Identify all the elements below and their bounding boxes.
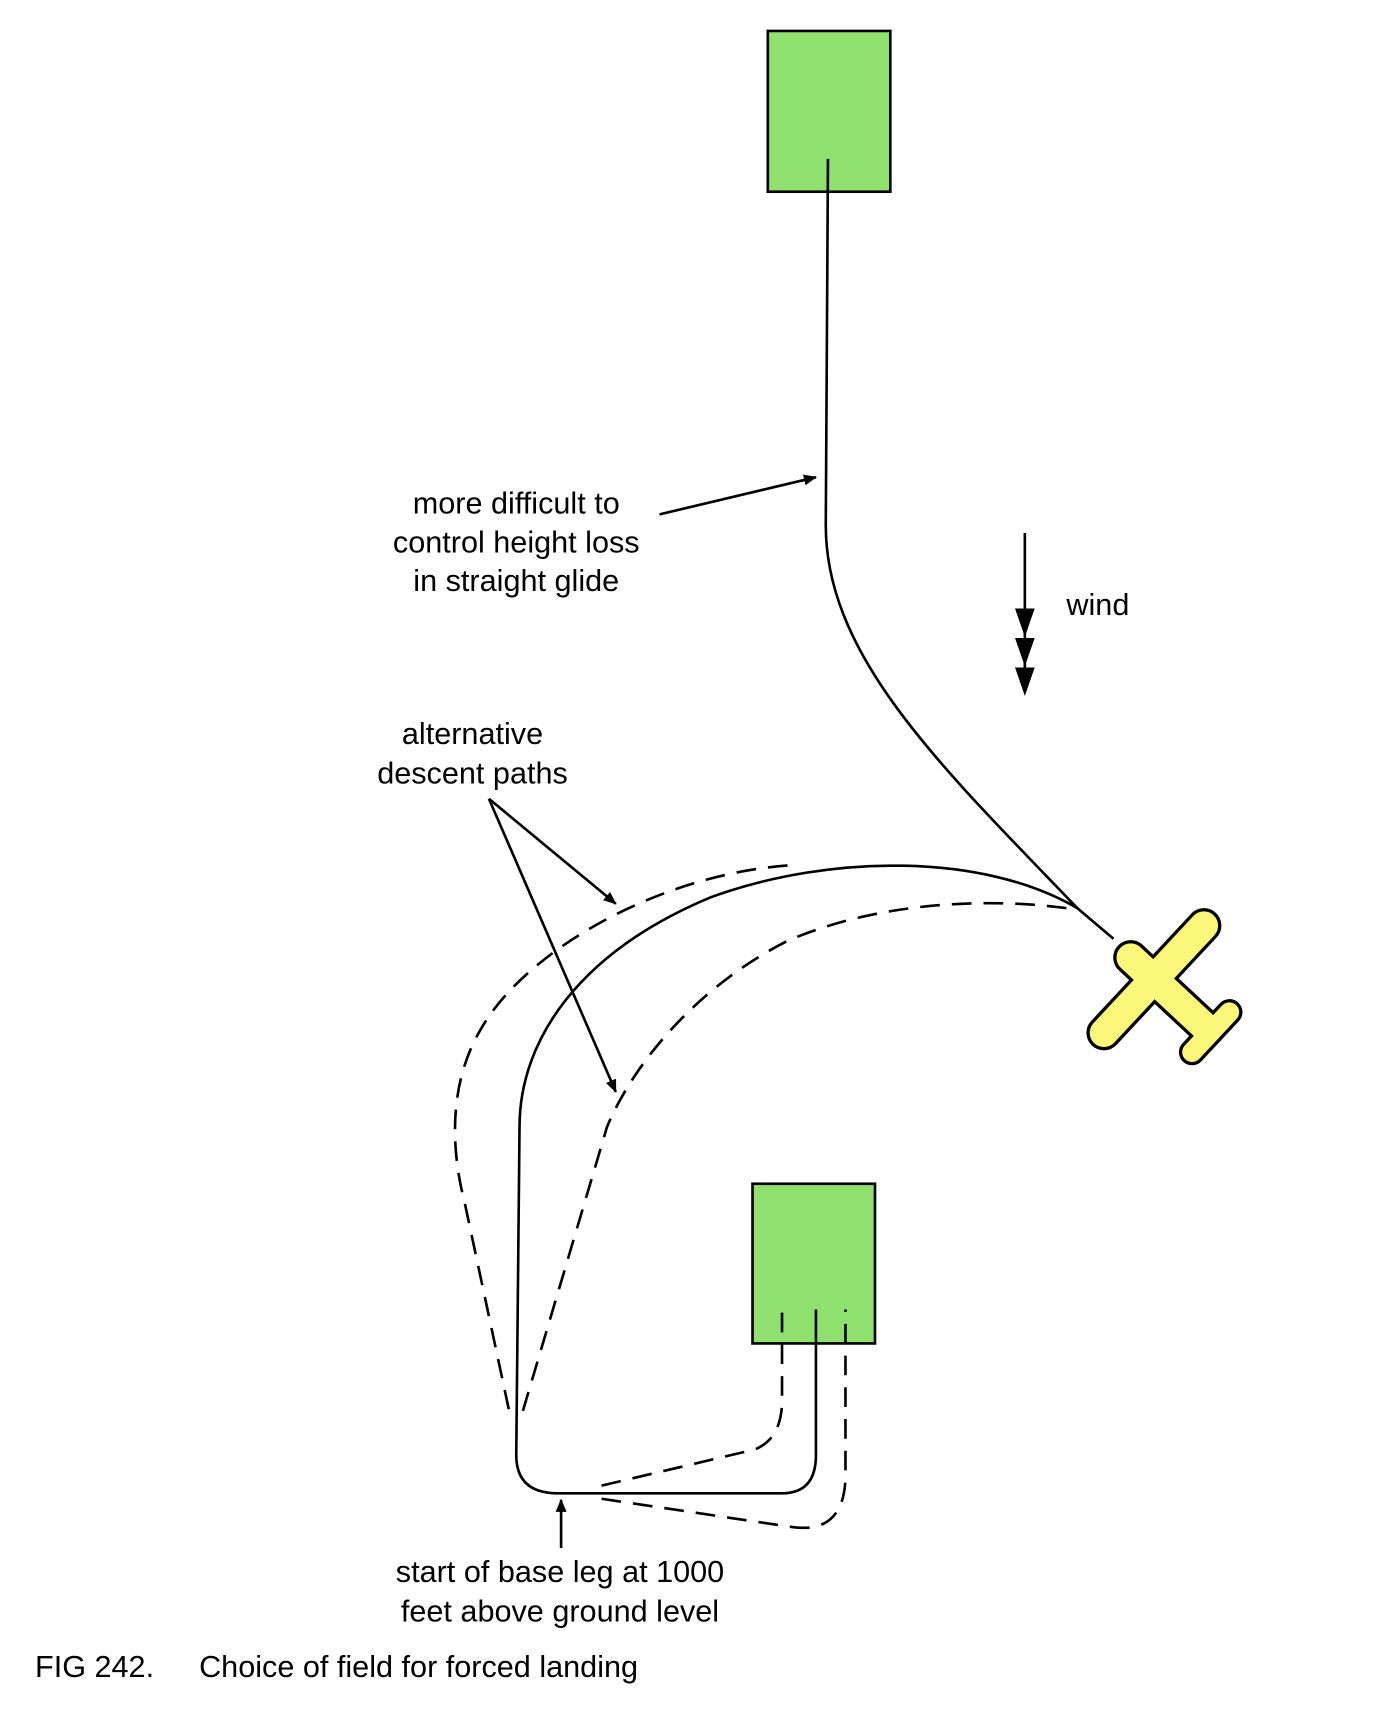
straight-glide-path [824, 158, 1115, 940]
alt-pointer-arrow-upper [488, 797, 617, 905]
difficult-pointer-arrow [659, 474, 818, 516]
difficult-label-line3: in straight glide [413, 564, 619, 598]
descent-path-inner-dashed [518, 901, 1067, 1423]
alt-label-line1: alternative [402, 717, 543, 751]
difficult-label-line2: control height loss [393, 526, 640, 560]
alt-label-line2: descent paths [377, 756, 568, 790]
wind-label: wind [1065, 588, 1129, 622]
near-field [751, 1182, 877, 1345]
base-label-line1: start of base leg at 1000 [396, 1555, 724, 1589]
descent-path-solid [514, 864, 1079, 1495]
alt-pointer-arrow-lower [487, 798, 617, 1093]
descent-path-outer-dashed [453, 864, 788, 1414]
base-label-line2: feet above ground level [401, 1594, 719, 1628]
difficult-label-line1: more difficult to [413, 486, 620, 520]
descent-path-outer-dashed-base [601, 1309, 847, 1530]
aircraft-icon [1086, 908, 1243, 1066]
caption-number: FIG 242. [35, 1650, 154, 1684]
caption-text: Choice of field for forced landing [199, 1650, 638, 1684]
wind-arrow-icon [1015, 532, 1035, 696]
